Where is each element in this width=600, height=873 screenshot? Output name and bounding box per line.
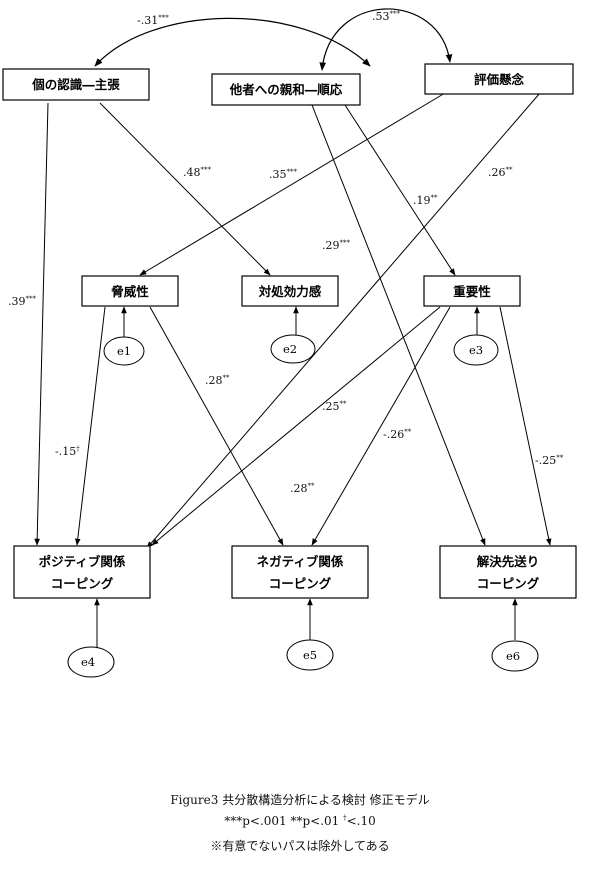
legend-part-a: ***p<.001 **p<.01 xyxy=(224,814,344,828)
significance-legend: ***p<.001 **p<.01 †<.10 xyxy=(0,814,600,828)
path-kyoi-nega xyxy=(149,306,284,546)
node-label: 他者への親和―順応 xyxy=(229,82,343,97)
path-juyo-nega xyxy=(311,306,451,546)
error-e3: e3 xyxy=(453,334,499,366)
path-kyoi-posi xyxy=(74,306,106,546)
node-juyo-sei: 重要性 xyxy=(423,275,521,307)
error-e1: e1 xyxy=(103,336,145,366)
node-label: 評価懸念 xyxy=(474,72,525,87)
legend-part-b: <.10 xyxy=(346,814,376,828)
label-kyoi-nega: .28** xyxy=(205,374,230,387)
label-hyoka-kyoi: .35*** xyxy=(269,168,298,181)
node-label-line1: ポジティブ関係 xyxy=(39,554,126,569)
error-label: e6 xyxy=(506,649,520,663)
error-label: e4 xyxy=(81,655,95,669)
node-label: 脅威性 xyxy=(110,284,149,299)
node-label-line2: コーピング xyxy=(269,576,332,591)
node-negative-coping: ネガティブ関係 コーピング xyxy=(231,545,369,599)
node-label-line1: ネガティブ関係 xyxy=(257,554,344,569)
error-label: e3 xyxy=(469,343,483,357)
node-label: 重要性 xyxy=(453,284,491,299)
path-hyoka-kyoi xyxy=(139,92,446,276)
covariance-arc-tasha-hyoka xyxy=(319,8,453,71)
error-e4: e4 xyxy=(67,646,115,678)
error-label: e5 xyxy=(303,648,317,662)
label-kojin-taisho: .48*** xyxy=(183,166,212,179)
node-tasha-shinwa: 他者への親和―順応 xyxy=(211,73,361,106)
node-positive-coping: ポジティブ関係 コーピング xyxy=(13,545,151,599)
path-kojin-posi xyxy=(34,102,49,546)
path-juyo-posi xyxy=(151,306,441,546)
path-kojin-taisho xyxy=(99,102,271,276)
label-kojin-posi: .39*** xyxy=(8,295,37,308)
node-label: 個の認識―主張 xyxy=(31,77,120,92)
node-label: 対処効力感 xyxy=(258,284,322,299)
label-cov-kojin-hyoka: -.31*** xyxy=(137,14,169,27)
error-label: e2 xyxy=(283,342,297,356)
error-e5: e5 xyxy=(286,639,334,671)
node-taisho-koryokukan: 対処効力感 xyxy=(241,275,339,307)
label-juyo-posi: .25** xyxy=(322,400,347,413)
label-juyo-nega: -.26** xyxy=(383,428,412,441)
node-hyoka-kenen: 評価懸念 xyxy=(424,63,574,95)
label-tasha-kaiketsu: .29*** xyxy=(322,239,351,252)
node-kojin-ninshiki: 個の認識―主張 xyxy=(2,68,150,101)
figure-note: ※有意でないパスは除外してある xyxy=(210,839,390,853)
label-hyoka-posi: .26** xyxy=(488,166,513,179)
path-juyo-kaiketsu xyxy=(499,306,552,546)
error-label: e1 xyxy=(117,344,131,358)
error-e2: e2 xyxy=(270,334,316,364)
legend-dagger: † xyxy=(343,814,347,822)
label-juyo-nega-2: .28** xyxy=(290,482,315,495)
label-tasha-juyo: .19** xyxy=(413,194,438,207)
label-juyo-kaiketsu: -.25** xyxy=(535,454,564,467)
error-e6: e6 xyxy=(491,640,539,672)
node-kaiketsu-sakiokuri: 解決先送り コーピング xyxy=(439,545,577,599)
label-cov-tasha-hyoka: .53*** xyxy=(372,10,401,23)
node-label-line1: 解決先送り xyxy=(477,554,540,569)
node-label-line2: コーピング xyxy=(477,576,540,591)
covariance-arc-kojin-hyoka xyxy=(94,17,371,67)
path-tasha-juyo xyxy=(344,104,456,276)
node-kyoi-sei: 脅威性 xyxy=(81,275,179,307)
node-label-line2: コーピング xyxy=(51,576,114,591)
label-kyoi-posi: -.15† xyxy=(55,445,80,458)
path-hyoka-posi xyxy=(146,92,541,549)
path-tasha-kaiketsu xyxy=(311,104,486,546)
figure-title: Figure3 共分散構造分析による検討 修正モデル xyxy=(170,793,430,807)
